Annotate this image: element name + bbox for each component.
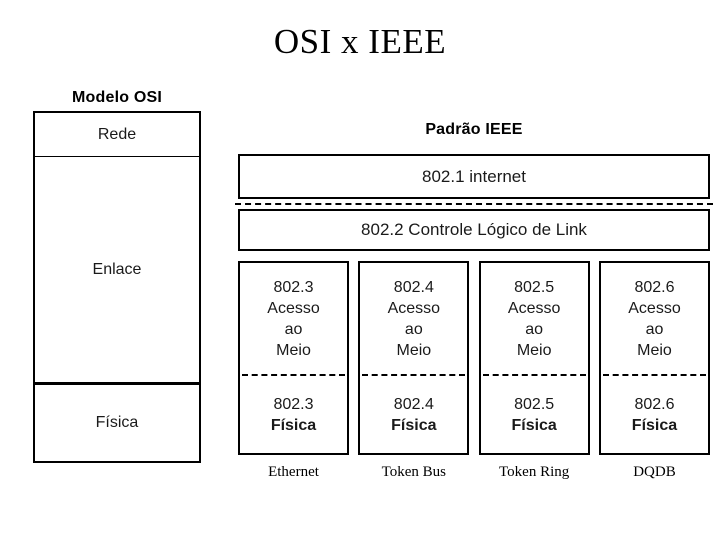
- mac-line-meio: Meio: [396, 341, 432, 359]
- mac-standard-number: 802.6: [634, 278, 675, 296]
- ieee-column-box: 802.5 Acesso ao Meio 802.5 Física: [478, 261, 590, 455]
- page-title: OSI x IEEE: [273, 22, 447, 61]
- osi-layer-label: Rede: [97, 125, 137, 143]
- mac-line-acesso: Acesso: [507, 299, 561, 317]
- phy-sublayer-block: 802.4 Física: [360, 376, 467, 453]
- mac-phy-dashed-divider: [362, 374, 466, 376]
- ieee-column-box: 802.6 Acesso ao Meio 802.6 Física: [598, 261, 710, 455]
- ieee-802-1-internet-box: 802.1 internet: [238, 154, 710, 199]
- ieee-column-802-5: 802.5 Acesso ao Meio 802.5 Física Token …: [478, 261, 590, 481]
- mac-line-ao: ao: [404, 320, 423, 338]
- mac-line-acesso: Acesso: [387, 299, 441, 317]
- ieee-column-802-4: 802.4 Acesso ao Meio 802.4 Física Token …: [358, 261, 470, 481]
- phy-label: Física: [270, 416, 317, 434]
- osi-layer-label: Enlace: [92, 260, 142, 278]
- ieee-802-2-label: 802.2 Controle Lógico de Link: [361, 220, 587, 239]
- ieee-802-1-label: 802.1 internet: [422, 166, 526, 186]
- mac-phy-dashed-divider: [602, 374, 706, 376]
- mac-standard-number: 802.5: [514, 278, 555, 296]
- mac-line-ao: ao: [284, 320, 303, 338]
- mac-sublayer-block: 802.6 Acesso ao Meio: [601, 263, 708, 374]
- mac-line-acesso: Acesso: [628, 299, 681, 317]
- phy-label: Física: [511, 416, 557, 434]
- column-caption: Token Ring: [499, 464, 570, 480]
- mac-standard-number: 802.3: [273, 278, 314, 296]
- phy-standard-number: 802.5: [514, 395, 555, 413]
- mac-line-meio: Meio: [637, 341, 672, 359]
- phy-label: Física: [631, 416, 678, 434]
- osi-layer-stack: Rede Enlace Física: [33, 111, 201, 463]
- ieee-standard-panel: Padrão IEEE 802.1 internet 802.2 Control…: [235, 120, 713, 481]
- phy-sublayer-block: 802.5 Física: [481, 376, 588, 453]
- osi-model-panel: Modelo OSI Rede Enlace Física: [33, 88, 201, 463]
- mac-line-acesso: Acesso: [267, 299, 320, 317]
- ieee-dotted-separator: [235, 203, 713, 205]
- ieee-column-802-6: 802.6 Acesso ao Meio 802.6 Física DQDB: [598, 261, 710, 481]
- column-caption: DQDB: [633, 464, 676, 480]
- ieee-802-2-llc-box: 802.2 Controle Lógico de Link: [238, 209, 710, 251]
- osi-layer-enlace: Enlace: [35, 157, 199, 385]
- osi-layer-fisica: Física: [35, 385, 199, 461]
- ieee-column-box: 802.4 Acesso ao Meio 802.4 Física: [358, 261, 470, 455]
- phy-standard-number: 802.4: [393, 395, 434, 413]
- phy-standard-number: 802.6: [634, 395, 675, 413]
- osi-layer-label: Física: [95, 414, 139, 431]
- column-caption: Token Bus: [381, 464, 447, 480]
- mac-line-ao: ao: [645, 320, 664, 338]
- mac-standard-number: 802.4: [393, 278, 434, 296]
- phy-sublayer-block: 802.6 Física: [601, 376, 708, 453]
- ieee-panel-heading: Padrão IEEE: [425, 121, 523, 138]
- ieee-column-box: 802.3 Acesso ao Meio 802.3 Física: [238, 261, 349, 455]
- mac-phy-dashed-divider: [482, 374, 586, 376]
- phy-sublayer-block: 802.3 Física: [240, 376, 347, 453]
- mac-line-meio: Meio: [516, 341, 552, 359]
- phy-standard-number: 802.3: [273, 395, 314, 413]
- ieee-mac-column-row: 802.3 Acesso ao Meio 802.3 Física Ethern…: [238, 261, 710, 481]
- mac-line-ao: ao: [525, 320, 544, 338]
- mac-line-meio: Meio: [276, 341, 311, 359]
- mac-sublayer-block: 802.3 Acesso ao Meio: [240, 263, 347, 374]
- ieee-column-802-3: 802.3 Acesso ao Meio 802.3 Física Ethern…: [238, 261, 349, 481]
- mac-sublayer-block: 802.4 Acesso ao Meio: [360, 263, 467, 374]
- osi-layer-rede: Rede: [35, 113, 199, 157]
- mac-sublayer-block: 802.5 Acesso ao Meio: [481, 263, 588, 374]
- phy-label: Física: [391, 416, 437, 434]
- column-caption: Ethernet: [268, 464, 319, 480]
- mac-phy-dashed-divider: [242, 374, 345, 376]
- osi-model-heading: Modelo OSI: [72, 89, 162, 106]
